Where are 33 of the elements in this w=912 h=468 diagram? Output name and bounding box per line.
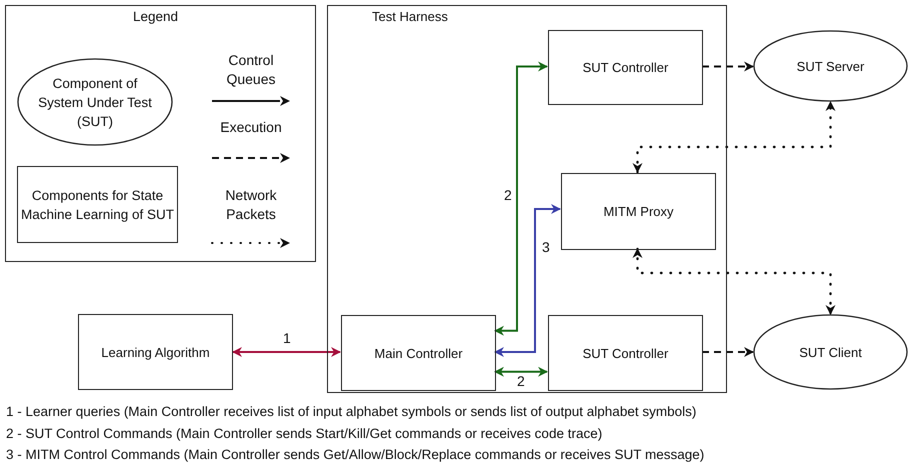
connector-arrow — [494, 366, 548, 377]
node-label: SUT Controller — [582, 346, 668, 360]
connector-arrow — [702, 62, 754, 72]
connector-arrow — [632, 100, 836, 174]
node-label: Main Controller — [374, 346, 463, 360]
node-label: SUT Controller — [582, 60, 668, 75]
process-box — [548, 315, 703, 391]
footnote-text: 1 - Learner queries (Main Controller receives list of input alphabet symbols or sends list of output alphabet symbols) — [6, 404, 696, 419]
connector-arrow — [494, 204, 561, 357]
process-box — [548, 30, 703, 105]
process-box — [78, 314, 233, 390]
legend-label: Component of System Under Test (SUT) — [37, 74, 153, 130]
node-label: Learning Algorithm — [101, 344, 210, 360]
group-title: Test Harness — [372, 9, 448, 24]
node-label: MITM Proxy — [603, 204, 674, 219]
ellipse-node — [753, 30, 908, 102]
ellipse-node — [753, 314, 908, 390]
footnote-text: 2 - SUT Control Commands (Main Controller sends Start/Kill/Get commands or receives code trace) — [6, 426, 602, 441]
legend-label: Components for State Machine Learning of SUT — [20, 186, 176, 224]
footnote-text: 3 - MITM Control Commands (Main Controller sends Get/Allow/Block/Replace commands or receives SUT message) — [6, 447, 704, 462]
process-box — [341, 315, 496, 391]
legend-label: Execution — [219, 118, 283, 137]
legend-label: Network Packets — [224, 186, 278, 224]
legend-title: Legend — [133, 9, 178, 24]
connector-arrow — [702, 347, 754, 357]
process-box — [561, 173, 716, 250]
group-container — [327, 5, 727, 393]
node-label: SUT Server — [796, 58, 864, 74]
node-label: SUT Client — [799, 344, 862, 360]
connector-arrow — [632, 248, 836, 316]
connector-arrow — [494, 62, 548, 336]
connector-arrow — [232, 347, 341, 357]
legend-label: Control Queues — [225, 51, 277, 89]
